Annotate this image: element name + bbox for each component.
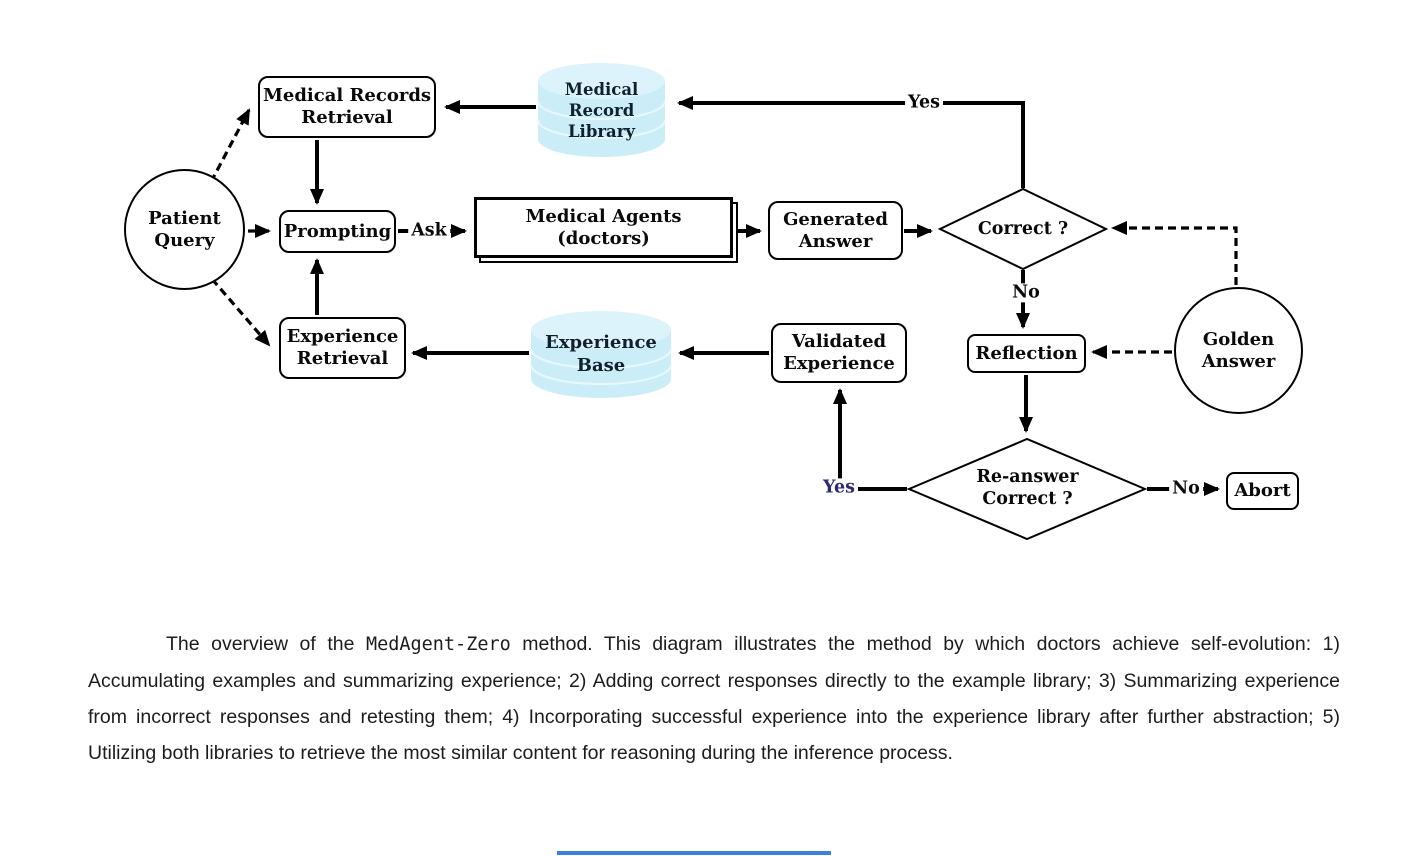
node-abort: Abort bbox=[1226, 472, 1299, 510]
edge-golden-to-correct bbox=[1111, 221, 1238, 285]
edge-patient-to-medrec bbox=[209, 108, 251, 183]
node-prompting: Prompting bbox=[279, 210, 396, 253]
node-reflection: Reflection bbox=[967, 334, 1086, 373]
edge-label-no-abort: No bbox=[1169, 479, 1203, 499]
node-medical-records-retrieval: Medical Records Retrieval bbox=[258, 76, 436, 138]
node-validated-experience: Validated Experience bbox=[771, 323, 907, 383]
edge-label-yes-top: Yes bbox=[905, 93, 943, 113]
edge-patient-to-expretrieval bbox=[210, 277, 271, 347]
edge-correct-yes-to-library bbox=[677, 96, 1025, 188]
correct-diamond bbox=[937, 187, 1109, 271]
flowchart-connectors bbox=[209, 63, 1238, 541]
bottom-accent-bar bbox=[557, 851, 831, 855]
edge-label-no-reflection: No bbox=[1009, 283, 1043, 303]
edge-label-yes-reanswer: Yes bbox=[820, 478, 858, 498]
caption-method-name: MedAgent-Zero bbox=[365, 633, 511, 655]
experience-base-cylinder bbox=[530, 311, 672, 398]
reanswer-diamond bbox=[906, 437, 1148, 541]
node-golden-answer: Golden Answer bbox=[1174, 287, 1303, 414]
caption-text-after-code: method. This diagram illustrates the met… bbox=[88, 632, 1340, 765]
caption-text-before-code: The overview of the bbox=[166, 632, 366, 655]
node-generated-answer: Generated Answer bbox=[768, 201, 903, 260]
node-experience-retrieval: Experience Retrieval bbox=[279, 317, 406, 379]
edge-label-ask: Ask bbox=[408, 221, 450, 241]
node-medical-agents: Medical Agents (doctors) bbox=[474, 197, 733, 258]
figure-caption: The overview of the MedAgent-Zero method… bbox=[88, 626, 1340, 772]
edge-reanswer-yes-to-validated bbox=[833, 388, 907, 491]
medical-record-library-cylinder bbox=[537, 63, 666, 157]
node-patient-query: Patient Query bbox=[124, 169, 245, 290]
